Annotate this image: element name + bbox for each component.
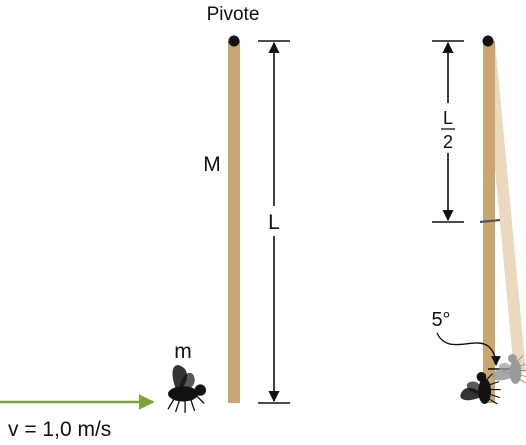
rod (228, 41, 240, 403)
half-length-dimension: L 2 (432, 40, 464, 223)
fly-mass-label: m (174, 340, 192, 363)
rod-mass-label: M (203, 153, 221, 176)
right-rod-group (479, 35, 526, 403)
half-length-numerator: L (443, 108, 453, 128)
midpoint-mark (479, 218, 501, 224)
velocity-label: v = 1,0 m/s (8, 418, 111, 441)
rod-length-label: L (268, 211, 280, 234)
half-length-denominator: 2 (443, 132, 453, 152)
pivot-dot-icon (228, 35, 240, 47)
length-dimension: L (258, 40, 290, 404)
fly-icon (167, 364, 207, 414)
pivot-dot-icon-right (482, 35, 494, 47)
angle-label: 5° (431, 309, 450, 331)
left-rod-group (228, 35, 240, 403)
angle-pointer-arrow (436, 332, 501, 366)
pivot-label: Pivote (207, 4, 260, 25)
